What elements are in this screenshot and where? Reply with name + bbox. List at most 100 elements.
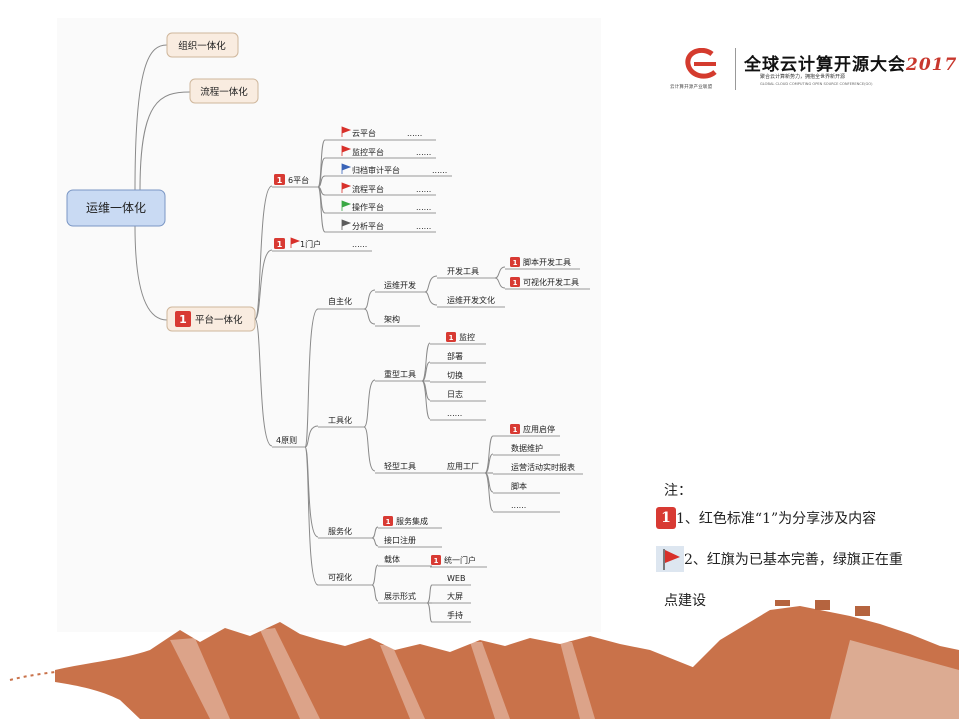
- connector: [371, 526, 379, 539]
- autonomy-label: 自主化: [328, 296, 352, 306]
- note-heading: 注：: [664, 483, 692, 499]
- badge-one-icon: [446, 332, 456, 342]
- logo-title: 全球云计算开源大会2017: [744, 55, 958, 75]
- connector: [254, 249, 273, 320]
- platform-row-ops[interactable]: 操作平台 ......: [325, 200, 436, 214]
- svg-text:服务集成: 服务集成: [396, 516, 428, 526]
- logo-slogan: 聚合云计算新势力，拥抱全世界新开源: [760, 74, 846, 80]
- heavy-item-monitor[interactable]: 1 监控: [430, 332, 486, 345]
- mountain-decoration: [9, 600, 959, 719]
- svg-text:......: ......: [416, 222, 431, 231]
- connector: [254, 185, 273, 320]
- connector: [304, 425, 319, 448]
- svg-text:1: 1: [513, 259, 518, 267]
- svg-text:1: 1: [434, 557, 439, 565]
- platform-row-flow[interactable]: 流程平台 ......: [325, 182, 436, 196]
- unified-portal-row[interactable]: 1 统一门户: [430, 555, 487, 568]
- connector: [426, 602, 433, 623]
- svg-text:切换: 切换: [447, 370, 463, 380]
- heavy-item-more[interactable]: ......: [430, 409, 486, 421]
- platform-row-audit[interactable]: 归档审计平台 ......: [325, 163, 452, 177]
- svg-text:操作平台: 操作平台: [352, 202, 384, 212]
- svg-text:脚本开发工具: 脚本开发工具: [523, 257, 571, 267]
- red-flag-icon: [341, 126, 352, 137]
- note-item-2-cont: 点建设: [664, 593, 706, 609]
- logo-mark-icon: [685, 48, 717, 79]
- svg-text:1: 1: [277, 240, 283, 249]
- branch-platform-label: 平台一体化: [195, 314, 243, 326]
- svg-text:......: ......: [416, 148, 431, 157]
- service-label: 服务化: [328, 526, 352, 536]
- svg-text:分析平台: 分析平台: [352, 221, 384, 231]
- logo-subtitle: 云计算开源产业联盟: [670, 85, 713, 90]
- display-item-web[interactable]: WEB: [432, 574, 471, 586]
- svg-text:1: 1: [277, 176, 283, 185]
- script-dev-tool-row[interactable]: 1 脚本开发工具: [505, 257, 580, 270]
- dev-tools-label: 开发工具: [447, 266, 479, 276]
- root-node[interactable]: [66, 189, 166, 227]
- svg-text:统一门户: 统一门户: [444, 555, 476, 565]
- svg-text:部署: 部署: [447, 351, 463, 361]
- visual-label: 可视化: [328, 572, 352, 582]
- logo-english: GLOBAL CLOUD COMPUTING OPEN SOURCE CONFE…: [760, 82, 873, 86]
- service-item-register[interactable]: 接口注册: [378, 535, 442, 548]
- branch-flow-label: 流程一体化: [200, 86, 248, 98]
- blue-flag-icon: [341, 163, 352, 174]
- badge-one-icon: [510, 277, 520, 287]
- svg-text:1门户: 1门户: [300, 239, 321, 249]
- badge-one-icon: [274, 238, 285, 249]
- heavy-item-deploy[interactable]: 部署: [430, 351, 486, 364]
- heavy-item-log[interactable]: 日志: [430, 389, 486, 402]
- svg-text:可视化开发工具: 可视化开发工具: [523, 277, 579, 287]
- display-item-handheld[interactable]: 手持: [432, 610, 471, 623]
- svg-text:日志: 日志: [447, 389, 463, 399]
- app-factory-label: 应用工厂: [447, 461, 479, 471]
- service-item-integration[interactable]: 1 服务集成: [378, 516, 442, 529]
- svg-text:......: ......: [511, 501, 526, 510]
- platform-row-cloud[interactable]: 云平台 ......: [325, 126, 436, 141]
- svg-text:大屏: 大屏: [447, 591, 463, 601]
- svg-text:归档审计平台: 归档审计平台: [352, 165, 400, 175]
- light-item-script[interactable]: 脚本: [493, 481, 560, 494]
- connector: [363, 308, 376, 325]
- heavy-tools-label: 重型工具: [384, 369, 416, 379]
- svg-text:1: 1: [449, 334, 454, 342]
- svg-text:1: 1: [513, 426, 518, 434]
- red-flag-icon: [341, 182, 352, 193]
- svg-text:......: ......: [432, 166, 447, 175]
- platform-row-monitor[interactable]: 监控平台 ......: [325, 145, 436, 159]
- svg-text:......: ......: [352, 240, 367, 249]
- badge-one-icon: 1: [656, 507, 676, 529]
- branch-flow-node[interactable]: [189, 78, 259, 104]
- heavy-item-switch[interactable]: 切换: [430, 370, 486, 383]
- branch-org-label: 组织一体化: [178, 40, 226, 52]
- display-item-bigscreen[interactable]: 大屏: [432, 591, 471, 604]
- badge-one-icon: [510, 257, 520, 267]
- connector: [426, 584, 433, 604]
- svg-text:数据维护: 数据维护: [511, 443, 543, 453]
- svg-text:1: 1: [513, 279, 518, 287]
- light-item-data[interactable]: 数据维护: [493, 443, 560, 456]
- connector: [134, 225, 168, 321]
- connector: [371, 584, 379, 602]
- connector: [363, 289, 376, 310]
- light-item-more[interactable]: ......: [493, 501, 560, 513]
- badge-one-icon: [510, 424, 520, 434]
- light-item-start-stop[interactable]: 1 应用启停: [493, 424, 560, 437]
- svg-text:应用启停: 应用启停: [523, 424, 555, 434]
- svg-text:云平台: 云平台: [352, 128, 376, 138]
- svg-text:1: 1: [386, 518, 391, 526]
- visual-dev-tool-row[interactable]: 1 可视化开发工具: [505, 277, 590, 290]
- light-item-report[interactable]: 运营活动实时报表: [493, 462, 583, 475]
- platform-row-analysis[interactable]: 分析平台 ......: [325, 219, 436, 233]
- red-flag-icon: [290, 237, 301, 248]
- portal-row[interactable]: 1 1门户 ......: [272, 237, 372, 252]
- connector: [371, 564, 379, 586]
- six-platform-label: 6平台: [288, 175, 309, 185]
- connector: [371, 537, 379, 547]
- branch-org-node[interactable]: [166, 32, 239, 58]
- connector: [254, 318, 273, 447]
- badge-one-icon: [383, 516, 393, 526]
- green-flag-icon: [341, 200, 352, 211]
- connector: [421, 361, 431, 382]
